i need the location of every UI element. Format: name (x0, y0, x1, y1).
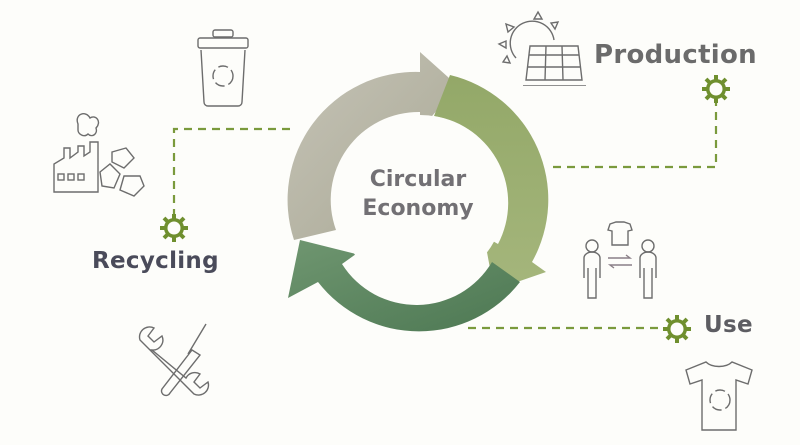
solar-panel-icon (497, 10, 586, 86)
arrow-segment-dark-green (288, 240, 520, 332)
arrow-segment-gray (287, 52, 458, 240)
center-title-line2: Economy (362, 196, 474, 221)
recycling-gear-icon[interactable] (159, 213, 189, 243)
production-gear-icon[interactable] (701, 74, 731, 104)
stage-label-recycling: Recycling (92, 248, 219, 274)
circular-cycle-arrows (287, 52, 549, 332)
tools-icon (138, 323, 210, 397)
people-exchange-icon (583, 221, 657, 299)
center-title-line1: Circular (369, 167, 467, 192)
stage-label-use: Use (704, 312, 753, 338)
use-gear-icon[interactable] (662, 314, 692, 344)
arrow-segment-light-green (434, 75, 549, 290)
tshirt-recycle-icon (685, 361, 753, 431)
factory-recycle-icon (53, 113, 145, 197)
center-title: Circular Economy (338, 165, 498, 223)
stage-label-production: Production (594, 40, 757, 70)
recycle-bin-icon (197, 29, 249, 107)
